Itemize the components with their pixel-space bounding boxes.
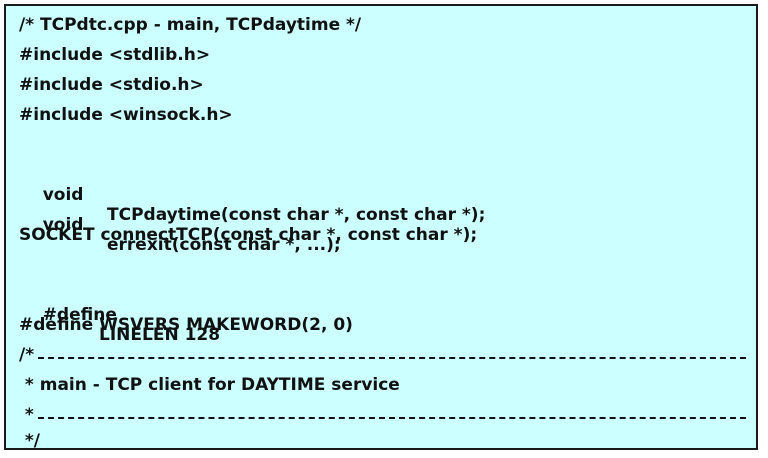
comment-star-line: * xyxy=(19,405,746,425)
decl-errexit-line: void errexit(const char *, ...); xyxy=(19,195,341,275)
include-winsock-line: #include <winsock.h> xyxy=(19,105,233,125)
decl-tcpdaytime-signature: TCPdaytime(const char *, const char *); xyxy=(107,205,486,225)
define-linelen-line: #define LINELEN 128 xyxy=(19,285,220,365)
decl-tcpdaytime-line: void TCPdaytime(const char *, const char… xyxy=(19,165,486,245)
define-linelen-keyword: #define xyxy=(42,305,117,325)
comment-open-marker: /* xyxy=(19,345,35,365)
comment-star-marker: * xyxy=(19,405,34,425)
decl-errexit-signature: errexit(const char *, ...); xyxy=(107,235,341,255)
decl-connecttcp-line: SOCKET connectTCP(const char *, const ch… xyxy=(19,225,478,245)
decl-errexit-type: void xyxy=(42,215,84,235)
comment-close-line: */ xyxy=(19,431,41,451)
comment-dash-rule xyxy=(37,417,746,419)
define-linelen-value: LINELEN 128 xyxy=(99,325,221,345)
decl-tcpdaytime-type: void xyxy=(42,185,84,205)
define-wsvers-line: #define WSVERS MAKEWORD(2, 0) xyxy=(19,315,353,335)
code-listing-box: /* TCPdtc.cpp - main, TCPdaytime */ #inc… xyxy=(4,4,758,451)
comment-open-line: /* xyxy=(19,345,746,365)
header-comment-line: /* TCPdtc.cpp - main, TCPdaytime */ xyxy=(19,15,362,35)
include-stdlib-line: #include <stdlib.h> xyxy=(19,45,211,65)
comment-dash-rule xyxy=(38,357,746,359)
include-stdio-line: #include <stdio.h> xyxy=(19,75,204,95)
comment-main-line: * main - TCP client for DAYTIME service xyxy=(19,375,400,395)
